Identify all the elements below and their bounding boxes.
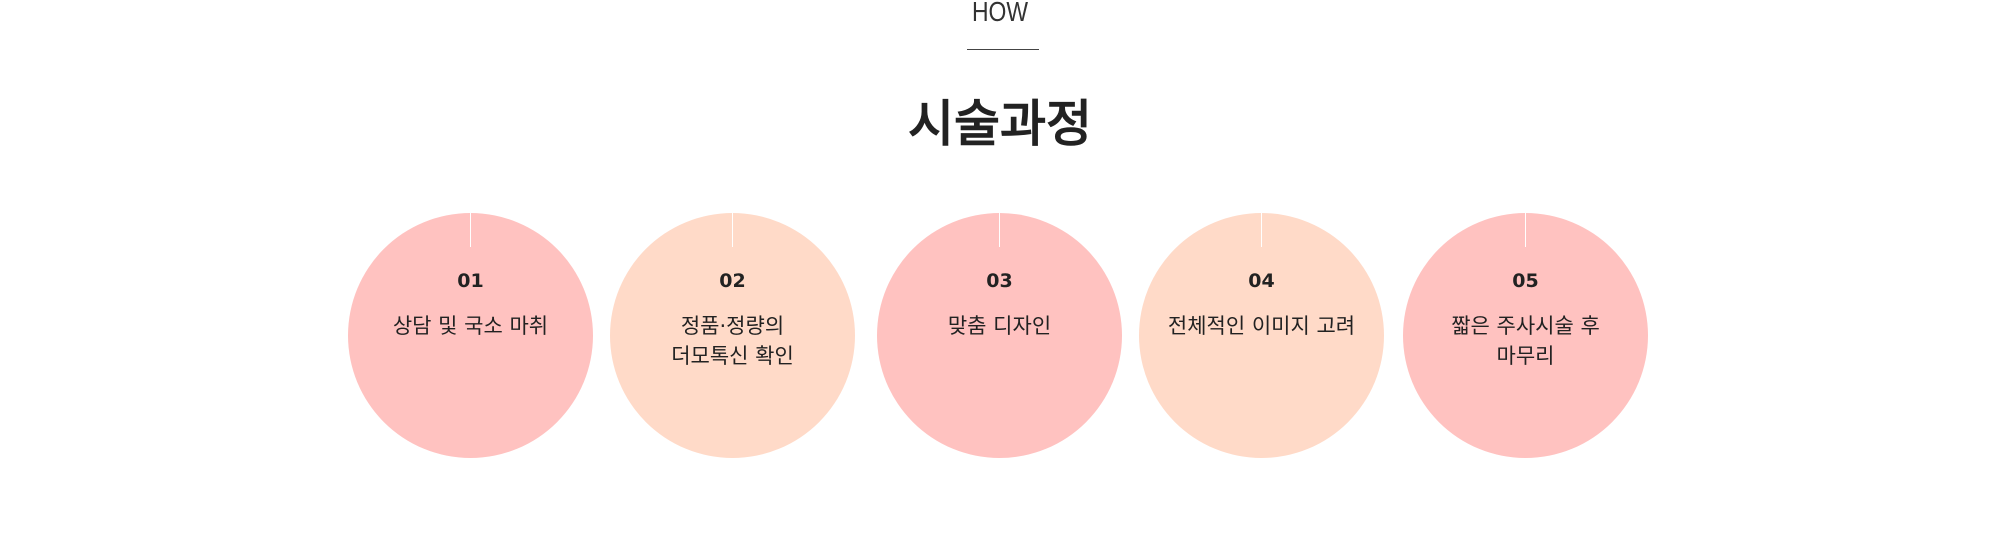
step-label: 상담 및 국소 마취: [392, 314, 549, 338]
section-label: HOW: [971, 0, 1029, 27]
step-tick: [1261, 213, 1262, 247]
step-label: 정품·정량의 더모톡신 확인: [671, 314, 794, 368]
step-circle-03: 03 맞춤 디자인: [877, 213, 1122, 458]
step-tick: [999, 213, 1000, 247]
divider: [967, 49, 1039, 50]
step-tick: [732, 213, 733, 247]
process-steps: 01 상담 및 국소 마취 02 정품·정량의 더모톡신 확인 03 맞춤 디자…: [348, 213, 1648, 459]
step-tick: [470, 213, 471, 247]
step-number: 04: [1248, 270, 1275, 292]
step-circle-01: 01 상담 및 국소 마취: [348, 213, 593, 458]
page-title: 시술과정: [908, 95, 1092, 153]
step-label: 짧은 주사시술 후 마무리: [1451, 314, 1600, 368]
step-number: 05: [1512, 270, 1539, 292]
step-circle-02: 02 정품·정량의 더모톡신 확인: [610, 213, 855, 458]
step-number: 02: [719, 270, 746, 292]
step-number: 01: [457, 270, 484, 292]
step-tick: [1525, 213, 1526, 247]
step-label: 맞춤 디자인: [947, 314, 1052, 338]
step-number: 03: [986, 270, 1013, 292]
step-circle-04: 04 전체적인 이미지 고려: [1139, 213, 1384, 458]
step-circle-05: 05 짧은 주사시술 후 마무리: [1403, 213, 1648, 458]
step-label: 전체적인 이미지 고려: [1167, 314, 1356, 338]
